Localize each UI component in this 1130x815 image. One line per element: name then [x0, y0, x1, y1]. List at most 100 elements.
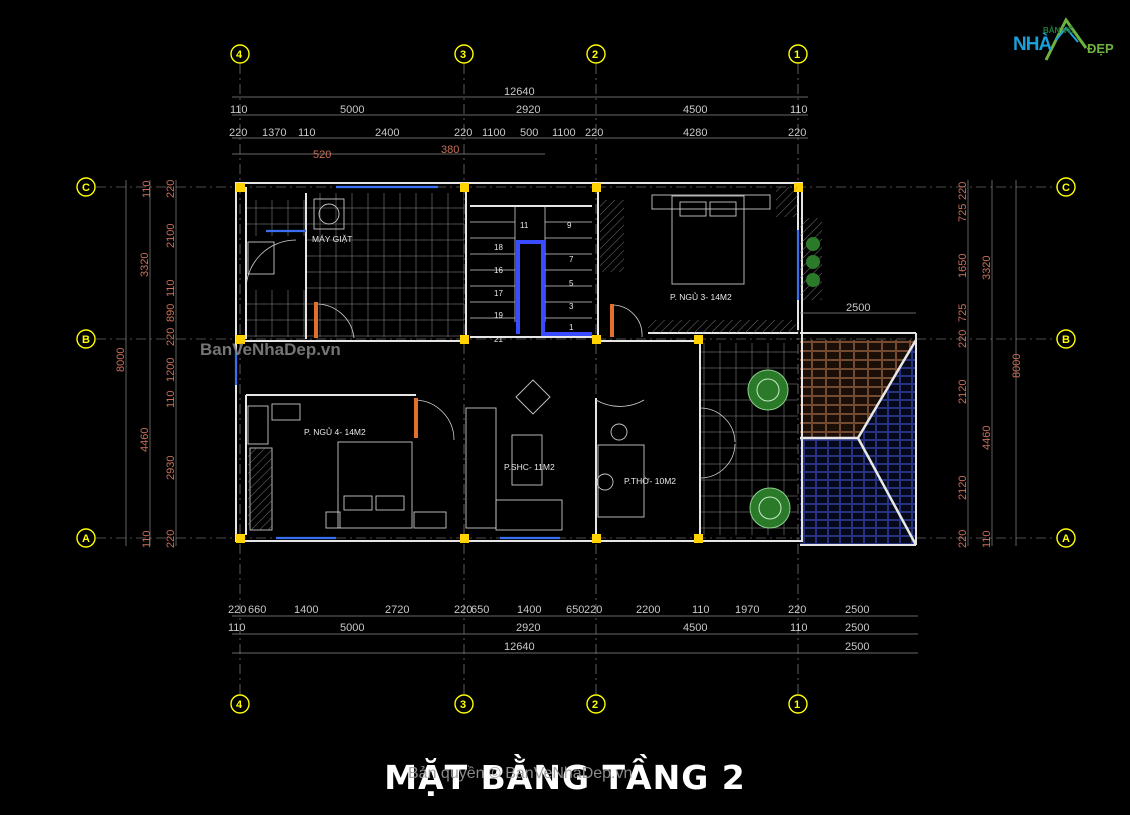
svg-text:660: 660 — [248, 604, 266, 616]
svg-text:4: 4 — [236, 49, 243, 61]
svg-text:2720: 2720 — [385, 604, 409, 616]
svg-text:4280: 4280 — [683, 127, 707, 139]
bottom-dimension-lines — [232, 615, 918, 654]
svg-text:1200: 1200 — [165, 358, 177, 382]
svg-text:220: 220 — [788, 127, 806, 139]
drawing-title: MẶT BẰNG TẦNG 2 — [384, 758, 746, 797]
svg-text:725: 725 — [957, 304, 969, 322]
svg-text:2120: 2120 — [957, 380, 969, 404]
svg-text:C: C — [1062, 182, 1070, 194]
svg-text:2500: 2500 — [845, 622, 869, 634]
svg-text:110: 110 — [228, 622, 246, 634]
svg-text:2500: 2500 — [845, 604, 869, 616]
svg-text:650: 650 — [566, 604, 584, 616]
svg-text:1: 1 — [794, 699, 800, 711]
svg-text:2: 2 — [592, 699, 598, 711]
svg-text:110: 110 — [230, 104, 248, 116]
svg-text:2100: 2100 — [165, 224, 177, 248]
svg-text:725: 725 — [957, 204, 969, 222]
left-dimension-lines — [125, 180, 177, 546]
svg-text:7: 7 — [569, 255, 574, 264]
svg-text:18: 18 — [494, 243, 503, 252]
svg-text:2930: 2930 — [165, 456, 177, 480]
furniture — [247, 194, 771, 531]
svg-text:4460: 4460 — [139, 428, 151, 452]
right-dimension-lines — [967, 180, 1017, 546]
svg-text:1: 1 — [569, 323, 574, 332]
svg-text:110: 110 — [165, 279, 177, 297]
svg-text:890: 890 — [165, 304, 177, 322]
svg-text:110: 110 — [141, 180, 153, 198]
svg-text:220: 220 — [228, 604, 246, 616]
svg-text:1370: 1370 — [262, 127, 286, 139]
svg-text:B: B — [82, 334, 90, 346]
svg-text:8000: 8000 — [1011, 354, 1023, 378]
svg-text:A: A — [1062, 533, 1070, 545]
room-labels: MÁY GIẶT P. NGỦ 3- 14M2 P. NGỦ 4- 14M2 P… — [304, 234, 732, 486]
stair-numbers: 11 9 18 7 16 5 17 3 19 1 21 — [494, 221, 574, 344]
svg-text:110: 110 — [981, 530, 993, 548]
svg-text:220: 220 — [454, 127, 472, 139]
svg-text:12640: 12640 — [504, 641, 535, 653]
svg-text:1100: 1100 — [552, 127, 576, 139]
windows — [234, 185, 800, 540]
svg-text:4500: 4500 — [683, 104, 707, 116]
door-leaves — [314, 302, 614, 438]
top-dimension-lines — [232, 96, 808, 155]
svg-text:B: B — [1062, 334, 1070, 346]
svg-text:380: 380 — [441, 144, 459, 156]
svg-text:110: 110 — [298, 127, 316, 139]
svg-text:9: 9 — [567, 221, 572, 230]
svg-text:220: 220 — [788, 604, 806, 616]
svg-text:3320: 3320 — [981, 256, 993, 280]
svg-text:5000: 5000 — [340, 104, 364, 116]
svg-text:12640: 12640 — [504, 86, 535, 98]
svg-text:16: 16 — [494, 266, 503, 275]
room-label-shc: P.SHC- 11M2 — [504, 462, 555, 472]
svg-text:1650: 1650 — [957, 254, 969, 278]
svg-text:2920: 2920 — [516, 622, 540, 634]
svg-text:1400: 1400 — [294, 604, 318, 616]
svg-text:8000: 8000 — [115, 348, 127, 372]
svg-text:220: 220 — [165, 530, 177, 548]
right-dimension-text: 220 725 1650 725 220 2120 2120 220 110 3… — [957, 182, 1023, 548]
svg-text:520: 520 — [313, 149, 331, 161]
svg-text:220: 220 — [585, 127, 603, 139]
svg-text:110: 110 — [790, 622, 808, 634]
svg-text:3: 3 — [569, 302, 574, 311]
stair-handrail — [516, 240, 592, 336]
logo-small-text: BẢN VẼ — [1043, 26, 1074, 35]
logo-main-text: NHÀ — [1013, 34, 1052, 55]
svg-text:21: 21 — [494, 335, 503, 344]
svg-text:220: 220 — [957, 330, 969, 348]
left-dimension-text: 8000 3320 4460 110 220 2100 110 890 220 … — [115, 180, 177, 548]
bottom-dimension-text: 220 660 1400 2720 220 650 1400 650 220 2… — [228, 604, 869, 653]
svg-text:2120: 2120 — [957, 476, 969, 500]
svg-text:C: C — [82, 182, 90, 194]
doors — [245, 239, 736, 479]
room-label-bedroom-4: P. NGỦ 4- 14M2 — [304, 426, 366, 437]
room-label-worship: P.THỜ- 10M2 — [624, 476, 676, 486]
columns — [236, 183, 803, 543]
svg-text:110: 110 — [692, 604, 710, 616]
svg-text:3: 3 — [460, 699, 466, 711]
svg-text:110: 110 — [165, 390, 177, 408]
svg-text:11: 11 — [520, 221, 529, 230]
top-dimension-text: 12640 110 5000 2920 4500 110 220 1370 11… — [229, 86, 808, 161]
svg-text:1: 1 — [794, 49, 800, 61]
svg-text:2200: 2200 — [636, 604, 660, 616]
svg-text:2400: 2400 — [375, 127, 399, 139]
svg-text:2: 2 — [592, 49, 598, 61]
house-logo-icon — [1044, 17, 1088, 61]
svg-text:220: 220 — [165, 180, 177, 198]
svg-text:1100: 1100 — [482, 127, 506, 139]
svg-text:3320: 3320 — [139, 253, 151, 277]
svg-text:4460: 4460 — [981, 426, 993, 450]
axis-bubbles: 4 3 2 1 4 3 2 1 C B A C B A — [76, 44, 1076, 714]
svg-text:500: 500 — [520, 127, 538, 139]
svg-text:4: 4 — [236, 699, 243, 711]
svg-text:A: A — [82, 533, 90, 545]
mid-dimension-text: 2500 — [846, 302, 870, 314]
svg-text:1970: 1970 — [735, 604, 759, 616]
watermark: BanVeNhaDep.vn — [200, 340, 341, 359]
